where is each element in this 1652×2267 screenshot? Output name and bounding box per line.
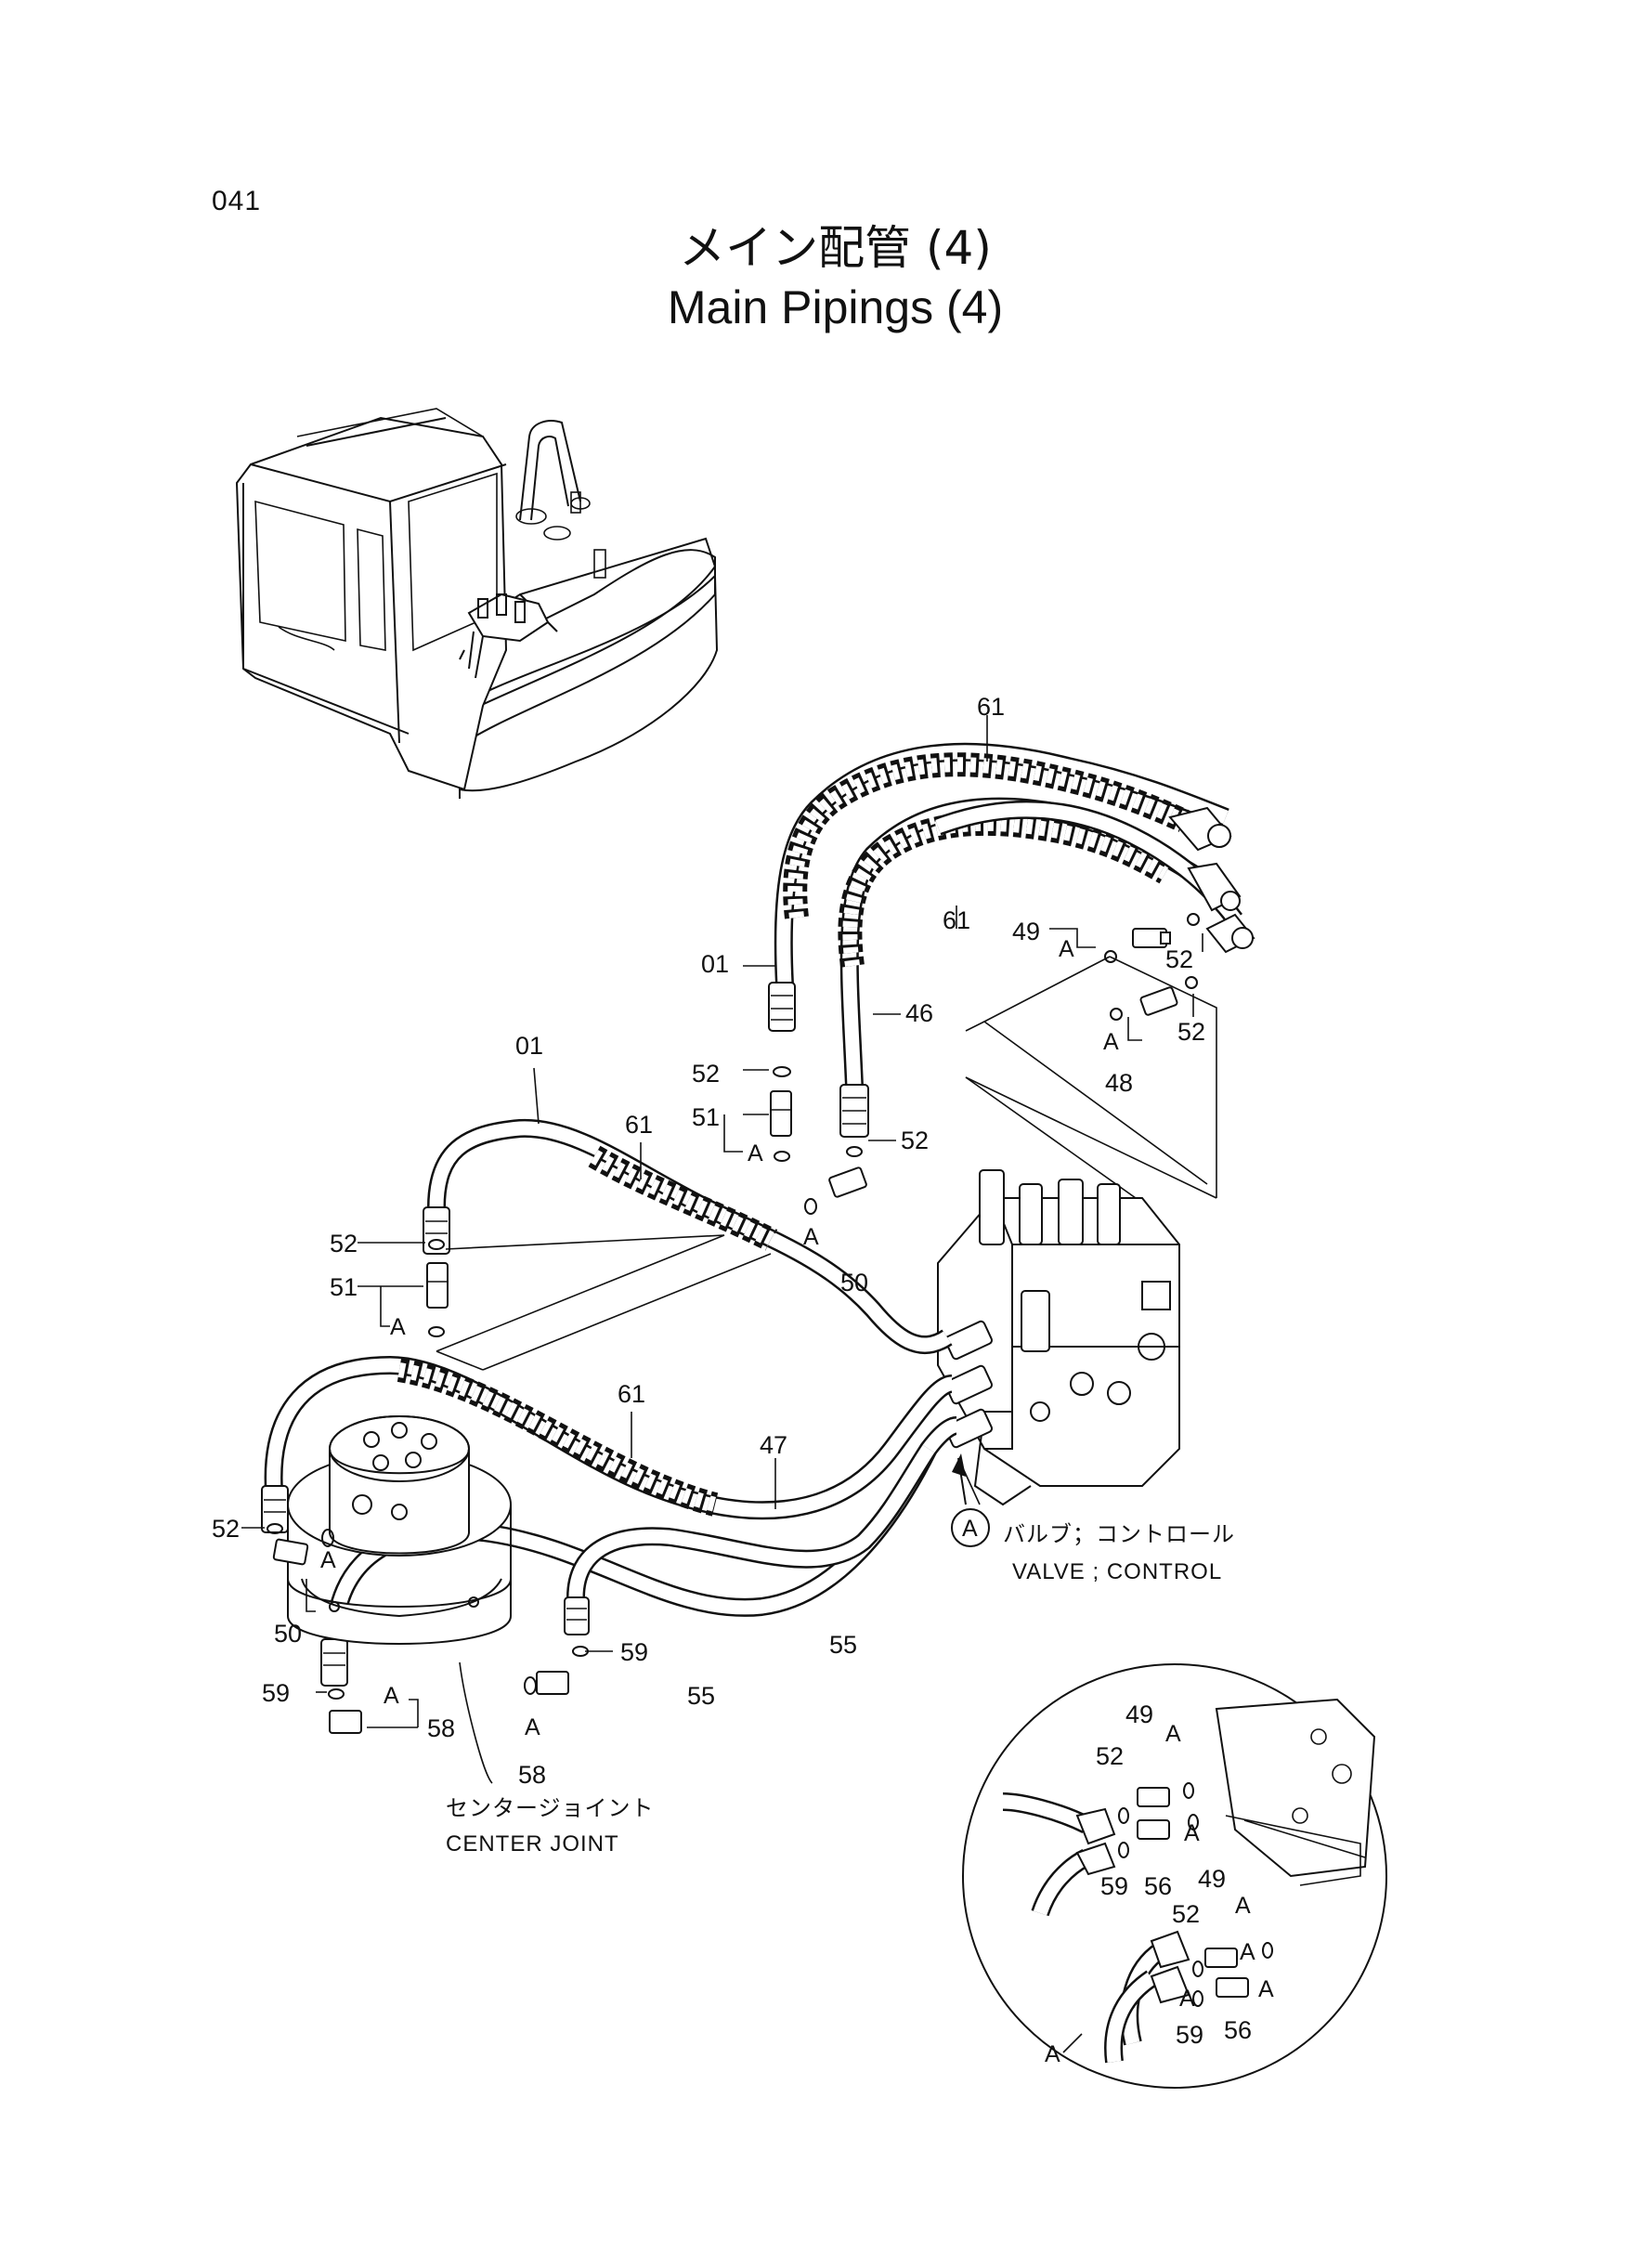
part-label: 49 <box>1125 1700 1153 1728</box>
part-label: 52 <box>1172 1900 1200 1928</box>
ref-a-label: A <box>390 1314 406 1340</box>
upper-hoses <box>768 742 1255 1138</box>
title-english: Main Pipings (4) <box>667 281 1004 333</box>
part-label: 56 <box>1224 2016 1252 2044</box>
part-label: 50 <box>274 1620 302 1648</box>
detail-view-leader <box>1062 2033 1083 2053</box>
ref-a-label: A <box>1103 1029 1119 1055</box>
view-arrow-a: A <box>951 1453 990 1547</box>
part-label: 61 <box>977 693 1005 721</box>
part-number-labels: 61 61 49 52 52 01 46 48 01 52 61 51 52 5… <box>212 693 1252 2049</box>
part-label: 52 <box>692 1060 720 1088</box>
ref-a-label: A <box>1179 1986 1195 2012</box>
page-number: 041 <box>212 186 262 216</box>
ref-a-label: A <box>1165 1721 1181 1747</box>
part-label: 01 <box>515 1032 543 1060</box>
part-label: 59 <box>262 1679 290 1707</box>
part-label: 51 <box>692 1103 720 1131</box>
ref-a-label: A <box>384 1683 399 1709</box>
part-label: 52 <box>1177 1018 1205 1046</box>
center-joint <box>287 1415 512 1645</box>
part-label: 61 <box>625 1111 653 1139</box>
part-label: 01 <box>701 950 729 978</box>
ref-a-label: A <box>1184 1820 1200 1846</box>
ref-a-label: A <box>803 1224 819 1250</box>
view-circle-label: A <box>962 1516 978 1542</box>
fittings-center <box>267 1066 867 1734</box>
ref-a-label: A <box>1235 1893 1251 1919</box>
part-label: 49 <box>1198 1865 1226 1893</box>
ref-a-label: A <box>748 1140 763 1166</box>
leader-lines-lower <box>436 1234 772 1371</box>
ref-a-label: A <box>1258 1976 1274 2002</box>
part-label: 50 <box>840 1269 868 1296</box>
part-label: 61 <box>943 906 970 934</box>
detail-view-label: A <box>1045 2041 1060 2067</box>
part-label: 55 <box>687 1682 715 1710</box>
label-leaders <box>241 715 1203 1784</box>
part-label: 55 <box>829 1631 857 1659</box>
machine-overview-illustration <box>235 408 719 799</box>
part-label: 52 <box>212 1515 240 1543</box>
part-label: 48 <box>1105 1069 1133 1097</box>
ref-a-label: A <box>1059 936 1074 962</box>
part-label: 59 <box>620 1638 648 1666</box>
valve-caption-jp: バルブ；コントロール <box>1003 1522 1235 1547</box>
center-joint-caption-en: CENTER JOINT <box>446 1831 619 1857</box>
page-title: メイン配管 (4) Main Pipings (4) <box>0 218 1652 337</box>
title-japanese: メイン配管 (4) <box>679 221 992 275</box>
part-label: 52 <box>1165 945 1193 973</box>
part-label: 59 <box>1100 1872 1128 1900</box>
part-label: 49 <box>1012 918 1040 945</box>
leader-lines-upper <box>965 956 1217 1204</box>
detail-view-a <box>962 1663 1387 2089</box>
part-label: 52 <box>1096 1742 1124 1770</box>
center-joint-caption-jp: センタージョイント <box>446 1796 655 1821</box>
reference-a-labels: A A A A A A A A A A A A A A <box>320 936 1274 2012</box>
part-label: 56 <box>1144 1872 1172 1900</box>
ref-a-label: A <box>320 1547 336 1573</box>
part-label: 52 <box>330 1230 358 1257</box>
valve-caption-en: VALVE ; CONTROL <box>1012 1559 1222 1584</box>
part-label: 52 <box>901 1127 929 1154</box>
fittings-upper-right <box>1104 913 1200 1021</box>
ref-a-label: A <box>525 1714 540 1740</box>
control-valve <box>937 1169 1180 1506</box>
ref-a-label: A <box>1240 1939 1255 1965</box>
part-label: 51 <box>330 1273 358 1301</box>
part-label: 61 <box>618 1380 645 1408</box>
part-label: 46 <box>905 999 933 1027</box>
part-label: 58 <box>427 1714 455 1742</box>
part-label: 47 <box>760 1431 787 1459</box>
part-label: 58 <box>518 1761 546 1789</box>
part-label: 59 <box>1176 2021 1203 2049</box>
lower-hoses <box>261 1118 958 1687</box>
